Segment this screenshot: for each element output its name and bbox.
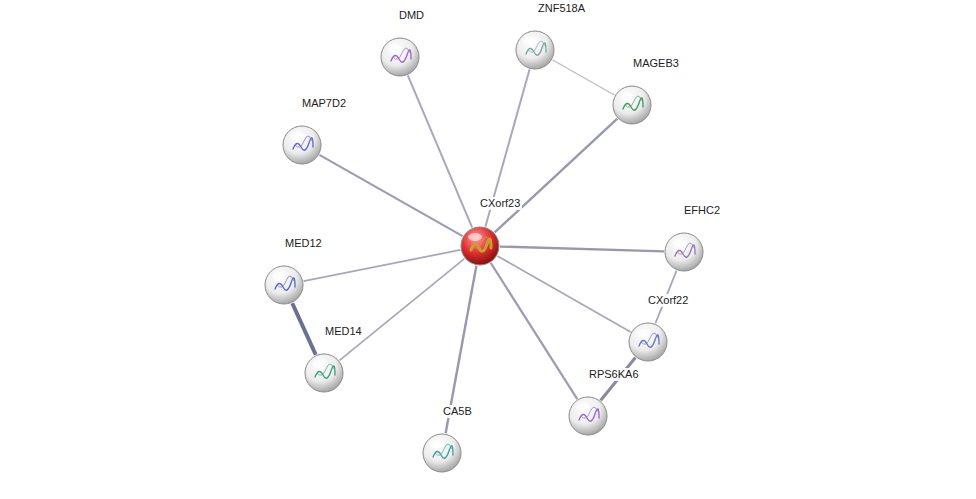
- protein-node: ZNF518A: [515, 30, 555, 70]
- protein-node: RPS6KA6: [568, 396, 608, 436]
- protein-node: MAP7D2: [282, 125, 322, 165]
- node-sphere: [460, 226, 500, 266]
- node-label: RPS6KA6: [587, 368, 641, 381]
- interaction-edge: [491, 263, 578, 399]
- node-label: EFHC2: [682, 204, 722, 217]
- node-sphere: [515, 30, 555, 70]
- node-label: CA5B: [441, 405, 474, 418]
- interaction-edge: [552, 60, 614, 95]
- node-label: CXorf22: [646, 294, 690, 307]
- node-sphere: [612, 85, 652, 125]
- node-label: ZNF518A: [536, 2, 587, 15]
- node-label: CXorf23: [478, 197, 522, 210]
- node-label: MAGEB3: [631, 57, 681, 70]
- protein-node: CXorf23: [460, 226, 500, 266]
- protein-node: EFHC2: [664, 232, 704, 272]
- node-label: MED12: [283, 237, 324, 250]
- protein-node: MED12: [264, 265, 304, 305]
- protein-node: MAGEB3: [612, 85, 652, 125]
- interaction-edge: [500, 247, 664, 252]
- interaction-edge: [292, 303, 315, 355]
- interaction-edge: [319, 155, 462, 236]
- node-sphere: [380, 37, 420, 77]
- interaction-edge: [304, 250, 461, 281]
- interaction-edge: [495, 119, 618, 233]
- interaction-edge: [497, 256, 630, 332]
- node-sphere: [282, 125, 322, 165]
- node-label: DMD: [397, 9, 426, 22]
- protein-node: CA5B: [422, 433, 462, 473]
- node-sphere: [628, 322, 668, 362]
- interaction-edge: [340, 259, 465, 361]
- protein-node: DMD: [380, 37, 420, 77]
- node-sphere: [422, 433, 462, 473]
- protein-node: MED14: [304, 353, 344, 393]
- protein-node: CXorf22: [628, 322, 668, 362]
- node-sphere: [568, 396, 608, 436]
- interaction-edge: [408, 75, 472, 227]
- node-sphere: [304, 353, 344, 393]
- node-label: MED14: [323, 325, 364, 338]
- node-sphere: [664, 232, 704, 272]
- node-label: MAP7D2: [300, 97, 348, 110]
- node-sphere: [264, 265, 304, 305]
